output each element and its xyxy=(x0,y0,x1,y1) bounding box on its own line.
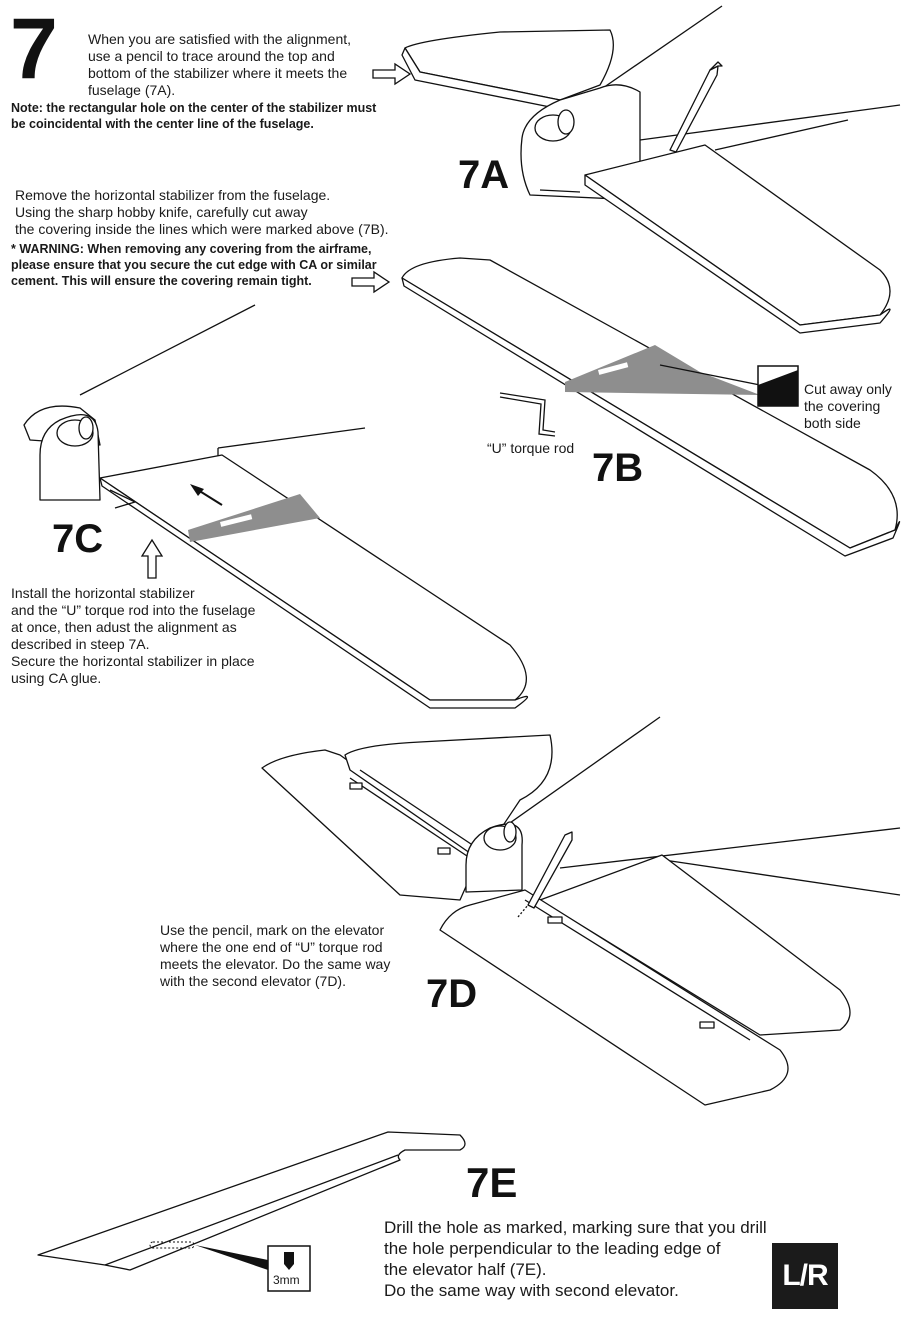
step7c-line-4: described in steep 7A. xyxy=(11,636,150,652)
cut-note-1: Cut away only xyxy=(804,381,892,397)
step7d-line-2: where the one end of “U” torque rod xyxy=(160,939,383,955)
cut-note-3: both side xyxy=(804,415,861,431)
figure-7a xyxy=(401,5,901,334)
arrow-up-7c xyxy=(140,538,164,579)
step7b-line-1: Remove the horizontal stabilizer from th… xyxy=(15,187,331,203)
drill-size-label: 3mm xyxy=(273,1273,300,1287)
torque-rod-label: “U” torque rod xyxy=(487,440,575,456)
step-number: 7 xyxy=(10,1,58,97)
step7c-line-5: Secure the horizontal stabilizer in plac… xyxy=(11,653,255,669)
step7c-line-2: and the “U” torque rod into the fuselage xyxy=(11,602,256,618)
cut-note-2: the covering xyxy=(804,398,881,414)
label-7a: 7A xyxy=(458,153,510,197)
step7e-line-3: the elevator half (7E). xyxy=(384,1260,547,1279)
step7d-line-4: with the second elevator (7D). xyxy=(160,973,346,989)
arrow-right-7a xyxy=(372,62,412,86)
step7-line-2: use a pencil to trace around the top and xyxy=(88,48,335,64)
left-right-badge: L/R xyxy=(772,1243,838,1309)
step7e-line-4: Do the same way with second elevator. xyxy=(384,1281,679,1300)
step7-note-2: be coincidental with the center line of … xyxy=(11,117,314,131)
label-7c: 7C xyxy=(52,517,104,561)
figure-7e xyxy=(37,1131,466,1292)
step7-line-3: bottom of the stabilizer where it meets … xyxy=(88,65,348,81)
step7c-line-6: using CA glue. xyxy=(11,670,102,686)
figure-7d xyxy=(261,716,901,1106)
step7-line-1: When you are satisfied with the alignmen… xyxy=(88,31,352,47)
step7c-line-3: at once, then adust the alignment as xyxy=(11,619,237,635)
label-7b: 7B xyxy=(592,446,644,490)
arrow-right-7b xyxy=(351,270,391,294)
step7b-warning-2: please ensure that you secure the cut ed… xyxy=(11,258,377,272)
label-7d: 7D xyxy=(426,972,478,1016)
step7d-line-3: meets the elevator. Do the same way xyxy=(160,956,391,972)
step7b-warning-3: cement. This will ensure the covering re… xyxy=(11,274,312,288)
step7b-line-2: Using the sharp hobby knife, carefully c… xyxy=(15,204,308,220)
figure-7b xyxy=(401,257,901,557)
step7e-line-1: Drill the hole as marked, marking sure t… xyxy=(384,1218,767,1237)
step7c-line-1: Install the horizontal stabilizer xyxy=(11,585,195,601)
step7b-warning-1: * WARNING: When removing any covering fr… xyxy=(11,242,372,256)
step7e-line-2: the hole perpendicular to the leading ed… xyxy=(384,1239,721,1258)
figure-7c xyxy=(23,304,529,709)
step7-line-4: fuselage (7A). xyxy=(88,82,176,98)
step7-note-1: Note: the rectangular hole on the center… xyxy=(11,101,377,115)
label-7e: 7E xyxy=(466,1159,518,1206)
step7b-line-3: the covering inside the lines which were… xyxy=(15,221,389,237)
step7d-line-1: Use the pencil, mark on the elevator xyxy=(160,922,385,938)
